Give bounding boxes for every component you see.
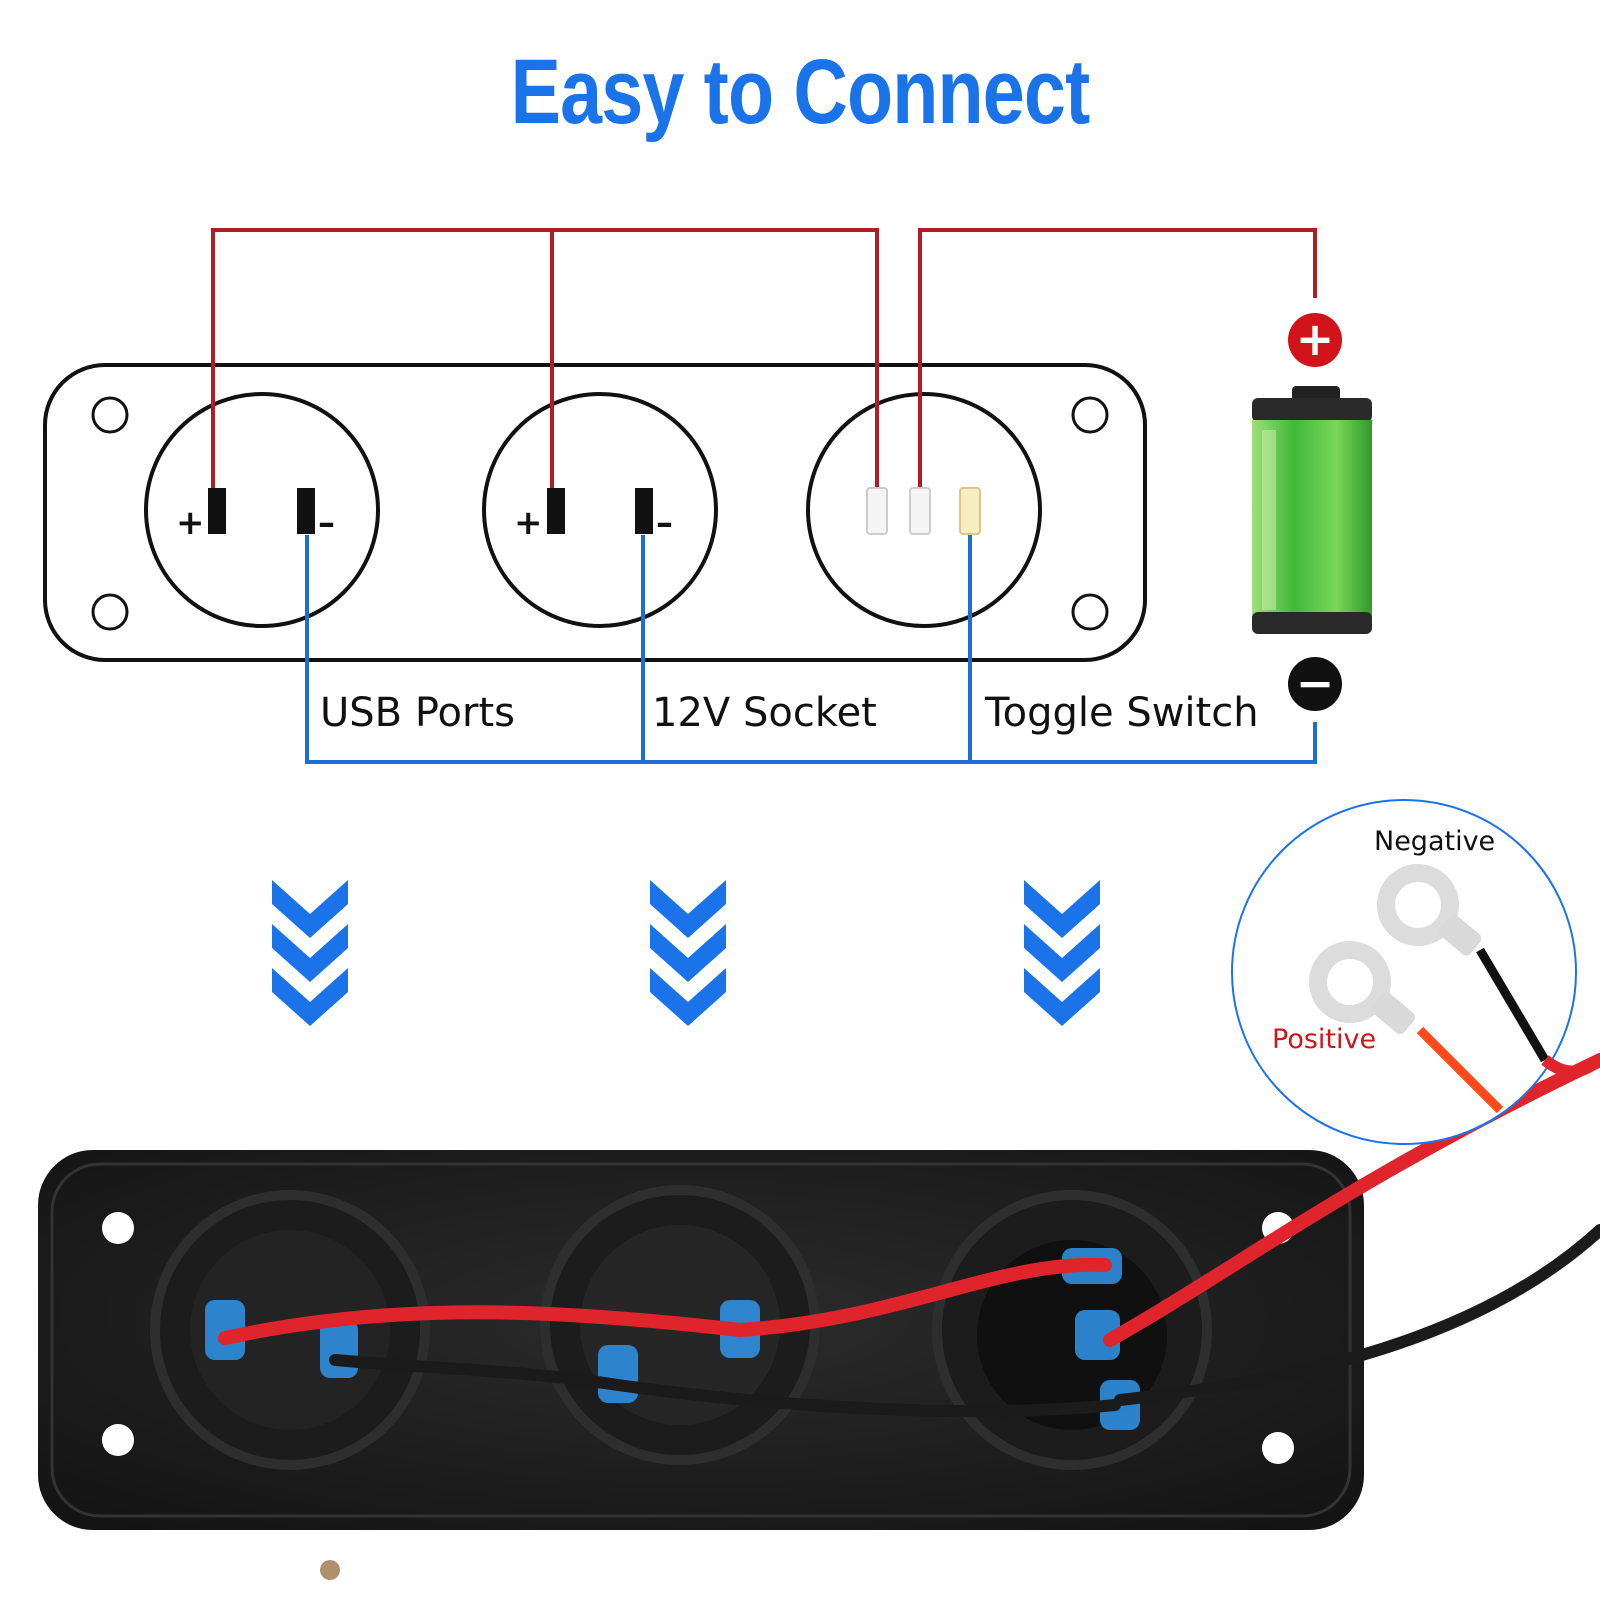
usb-minus-mark: – (318, 503, 335, 543)
usb-port-outline (144, 392, 380, 628)
battery-minus-symbol: − (1296, 656, 1335, 710)
mount-hole (1071, 593, 1109, 631)
chevron-down-icon (1024, 880, 1100, 1026)
usb-negative-terminal (297, 488, 315, 534)
negative-label: Negative (1374, 826, 1496, 857)
usb-ports-label: USB Ports (320, 690, 515, 736)
battery-negative-badge (1288, 657, 1342, 711)
battery-icon (1252, 386, 1372, 634)
negative-wires (305, 535, 1317, 764)
usb-plus-mark: + (176, 503, 205, 543)
chevron-group (272, 880, 1100, 1026)
chevron-down-icon (272, 880, 348, 1026)
usb-positive-terminal (208, 488, 226, 534)
socket-minus-mark: – (656, 503, 673, 543)
toggle-terminal-2 (909, 487, 931, 535)
ring-terminal-icon (1377, 864, 1482, 956)
mount-hole (91, 396, 129, 434)
battery-positive-badge (1288, 313, 1342, 367)
wire-terminal-inset (1231, 799, 1600, 1145)
mount-hole (91, 593, 129, 631)
page-title: Easy to Connect (510, 41, 1091, 143)
toggle-terminal-1 (866, 487, 888, 535)
toggle-terminal-3 (959, 487, 981, 535)
battery-plus-symbol: + (1296, 312, 1335, 366)
socket-negative-terminal (635, 488, 653, 534)
socket-label: 12V Socket (652, 690, 877, 736)
chevron-down-icon (650, 880, 726, 1026)
socket-plus-mark: + (514, 503, 543, 543)
ring-terminal-icon (1309, 941, 1415, 1035)
socket-positive-terminal (547, 488, 565, 534)
socket-outline (482, 392, 718, 628)
positive-label: Positive (1272, 1024, 1377, 1055)
panel-photo (38, 1053, 1600, 1580)
toggle-switch-label: Toggle Switch (985, 690, 1259, 736)
mount-hole (1071, 396, 1109, 434)
positive-wires (211, 228, 1317, 490)
